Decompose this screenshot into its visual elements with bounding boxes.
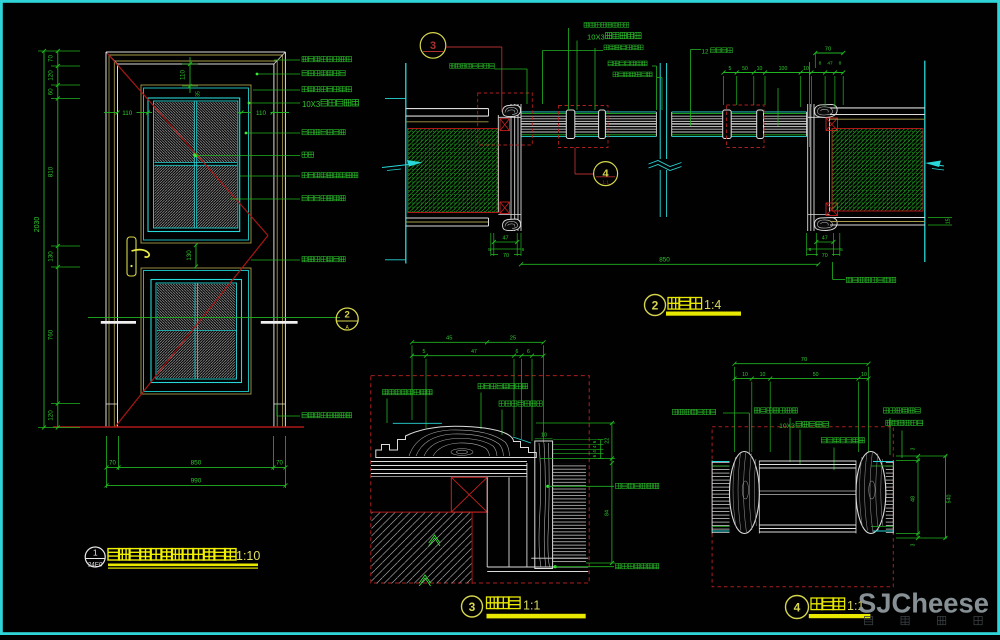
- svg-text:47: 47: [471, 349, 477, 355]
- svg-text:10: 10: [541, 433, 547, 439]
- svg-text:8: 8: [819, 61, 822, 67]
- svg-text:100: 100: [779, 66, 788, 72]
- svg-text:110: 110: [180, 69, 187, 80]
- svg-text:6: 6: [809, 247, 812, 253]
- svg-text:8: 8: [839, 61, 842, 67]
- svg-text:70: 70: [109, 461, 116, 467]
- svg-text:5: 5: [488, 247, 491, 253]
- svg-text:850: 850: [659, 257, 670, 264]
- svg-text:48: 48: [911, 496, 917, 502]
- svg-text:1: 1: [93, 548, 98, 558]
- svg-text:10: 10: [742, 372, 748, 378]
- svg-text:47: 47: [827, 61, 833, 67]
- svg-text:540: 540: [947, 495, 953, 504]
- svg-text:15: 15: [946, 218, 952, 224]
- svg-text:4: 4: [592, 445, 597, 448]
- svg-text:4: 4: [794, 601, 801, 615]
- svg-text:24E0: 24E0: [88, 562, 103, 569]
- svg-text:84: 84: [605, 510, 611, 516]
- svg-text:130: 130: [48, 251, 55, 262]
- svg-text:6: 6: [592, 454, 597, 457]
- svg-text:760: 760: [48, 329, 55, 340]
- svg-text:1:4: 1:4: [704, 298, 721, 312]
- svg-text:1:1: 1:1: [523, 599, 540, 613]
- svg-text:22: 22: [605, 438, 611, 444]
- svg-text:5: 5: [840, 247, 843, 253]
- svg-text:12: 12: [702, 49, 709, 56]
- svg-text:1:1: 1:1: [847, 599, 864, 613]
- svg-text:10: 10: [757, 66, 763, 72]
- svg-text:45: 45: [446, 336, 452, 342]
- svg-text:3: 3: [911, 543, 917, 546]
- svg-text:70: 70: [503, 253, 509, 259]
- svg-text:5: 5: [423, 349, 426, 355]
- svg-text:6: 6: [527, 349, 530, 355]
- svg-text:850: 850: [191, 460, 202, 467]
- svg-text:10: 10: [861, 372, 867, 378]
- svg-text:6: 6: [522, 247, 525, 253]
- svg-text:2: 2: [652, 299, 659, 313]
- svg-text:10: 10: [760, 372, 766, 378]
- svg-text:10X3: 10X3: [587, 33, 605, 42]
- svg-text:1:10: 1:10: [236, 549, 260, 563]
- svg-text:3: 3: [430, 40, 436, 52]
- svg-text:SJCheese: SJCheese: [858, 588, 989, 619]
- svg-text:10: 10: [803, 66, 809, 72]
- svg-text:3: 3: [469, 600, 476, 614]
- svg-text:70: 70: [48, 55, 55, 63]
- svg-text:110: 110: [256, 110, 267, 117]
- svg-text:5: 5: [729, 66, 732, 72]
- svg-text:990: 990: [191, 478, 202, 485]
- svg-text:1:1: 1:1: [602, 180, 609, 185]
- svg-text:70: 70: [276, 461, 283, 467]
- svg-text:35: 35: [196, 91, 202, 97]
- svg-text:120: 120: [48, 70, 55, 81]
- svg-text:2030: 2030: [34, 217, 41, 233]
- svg-text:47: 47: [503, 236, 509, 242]
- svg-text:70: 70: [822, 253, 828, 259]
- svg-text:70: 70: [801, 357, 807, 363]
- svg-text:810: 810: [48, 166, 55, 177]
- svg-text:60: 60: [48, 88, 55, 96]
- svg-text:120: 120: [48, 410, 55, 421]
- svg-text:4: 4: [592, 450, 597, 453]
- svg-text:47: 47: [822, 236, 828, 242]
- svg-text:2: 2: [345, 310, 350, 321]
- svg-text:25: 25: [510, 336, 516, 342]
- svg-text:70: 70: [825, 47, 831, 53]
- svg-text:10X3: 10X3: [779, 423, 795, 430]
- svg-text:6: 6: [592, 440, 597, 443]
- svg-text:130: 130: [186, 250, 193, 261]
- svg-text:A: A: [346, 325, 350, 331]
- svg-text:4: 4: [603, 168, 610, 180]
- svg-text:3: 3: [911, 447, 917, 450]
- svg-text:10X3: 10X3: [302, 100, 320, 109]
- svg-text:50: 50: [813, 372, 819, 378]
- svg-text:110: 110: [122, 110, 133, 117]
- svg-text:6: 6: [516, 349, 519, 355]
- svg-text:50: 50: [742, 66, 748, 72]
